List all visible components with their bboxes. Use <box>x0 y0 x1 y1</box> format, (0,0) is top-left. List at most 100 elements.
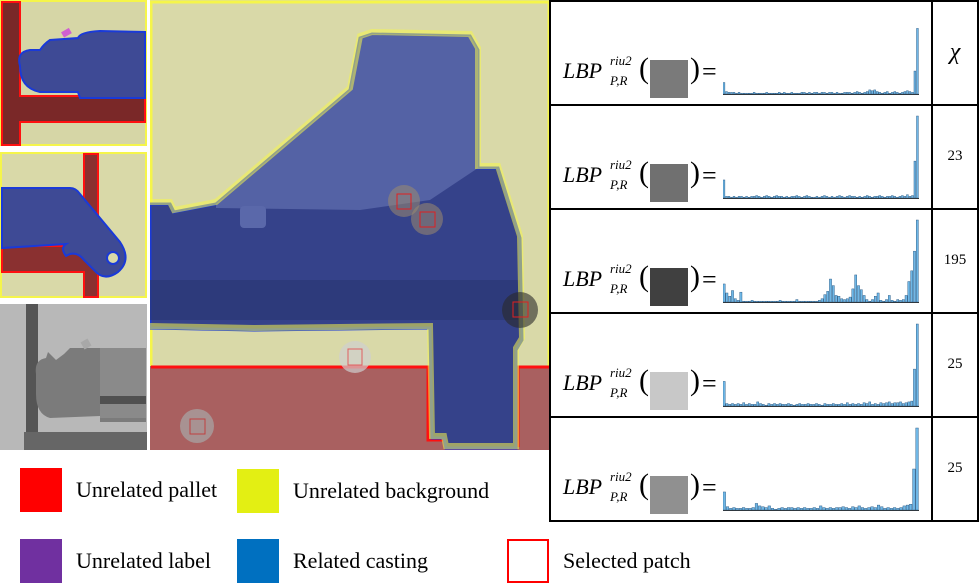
histogram-bar <box>873 507 877 511</box>
histogram-bar <box>859 404 863 407</box>
close-paren: ) <box>690 364 700 397</box>
histogram-bar <box>840 92 844 95</box>
formula-superscript: riu2 <box>610 157 632 172</box>
histogram-bar <box>899 401 902 407</box>
histogram-bar <box>773 403 776 407</box>
lbp-histogram <box>723 427 919 511</box>
histogram-bar <box>781 404 785 407</box>
histogram-bar <box>800 92 804 95</box>
histogram-bar <box>731 290 734 303</box>
histogram-bar <box>843 404 846 407</box>
histogram-bar <box>913 250 916 303</box>
open-paren: ( <box>639 156 649 189</box>
histogram-bar <box>792 300 796 303</box>
histogram-bar <box>825 196 829 199</box>
histogram-bar <box>901 92 904 95</box>
lbp-histogram <box>723 28 919 95</box>
histogram-bar <box>785 92 788 95</box>
histogram-bar <box>868 196 871 199</box>
histogram-bar <box>832 508 836 511</box>
histogram-bar <box>831 403 835 407</box>
histogram-bar <box>840 196 844 199</box>
histogram-bar <box>758 505 762 511</box>
histogram-bar <box>787 507 791 511</box>
histogram-bar <box>793 92 796 95</box>
histogram-bar <box>898 196 902 199</box>
histogram-bar <box>795 299 799 303</box>
histogram-bar <box>825 508 829 511</box>
histogram-bar <box>733 298 737 303</box>
histogram-bar <box>906 90 909 95</box>
histogram-bar <box>873 196 876 199</box>
histogram-bar <box>776 404 779 407</box>
equals-sign: = <box>702 369 717 398</box>
histogram-bar <box>750 92 753 95</box>
histogram-bar <box>798 196 801 199</box>
histogram-bar <box>861 196 864 199</box>
histogram-bar <box>826 291 829 303</box>
histogram-bar <box>736 300 740 303</box>
histogram-bar <box>825 92 829 95</box>
histogram-bar <box>790 92 793 95</box>
histogram-bar <box>833 196 836 199</box>
histogram-bar <box>729 508 733 511</box>
formula-superscript: riu2 <box>610 261 632 276</box>
histogram-bar <box>848 195 851 199</box>
histogram-bar <box>916 115 919 199</box>
histogram-bar <box>823 92 826 95</box>
histogram-bar <box>868 300 872 303</box>
equals-sign: = <box>702 473 717 502</box>
close-paren: ) <box>690 260 700 293</box>
histogram-bar <box>768 92 771 95</box>
histogram-bar <box>736 403 740 407</box>
histogram-bar <box>899 507 903 511</box>
chi-header: χ <box>949 39 961 65</box>
histogram-bar <box>915 427 919 511</box>
histogram-bar <box>905 504 909 511</box>
histogram-bar <box>783 508 787 511</box>
histogram-bar <box>750 196 753 199</box>
histogram-bar <box>823 195 826 199</box>
histogram-bar <box>778 300 782 303</box>
histogram-bar <box>889 508 893 511</box>
histogram-bar <box>745 404 748 407</box>
histogram-bar <box>780 92 783 95</box>
histogram-bar <box>737 196 741 199</box>
thumbnail-segmentation-2 <box>0 152 147 298</box>
histogram-bar <box>756 401 759 407</box>
histogram-bar <box>803 300 807 303</box>
histogram-bar <box>798 92 801 95</box>
histogram-bar <box>798 300 801 303</box>
histogram-bar <box>891 195 894 199</box>
histogram-bar <box>765 92 768 95</box>
main-segmentation-image <box>150 0 550 450</box>
histogram-bar <box>770 196 773 199</box>
histogram-bar <box>845 92 849 95</box>
histogram-bar <box>890 300 894 303</box>
histogram-bar <box>876 91 879 95</box>
histogram-bar <box>739 404 743 407</box>
formula-superscript: riu2 <box>610 365 632 380</box>
histogram-bar <box>728 296 731 303</box>
formula-base: LBP <box>563 162 603 187</box>
histogram-bar <box>840 298 843 303</box>
histogram-bar <box>785 196 788 199</box>
histogram-bar <box>723 283 726 303</box>
histogram-bar <box>873 89 876 95</box>
histogram-bar <box>835 92 839 95</box>
histogram-bar <box>886 196 889 199</box>
histogram-bar <box>752 92 756 95</box>
histogram-bar <box>908 91 912 95</box>
histogram-bar <box>739 291 743 303</box>
histogram-bar <box>770 92 773 95</box>
histogram-bar <box>742 300 746 303</box>
histogram-bar <box>843 92 846 95</box>
histogram-bar <box>830 196 834 199</box>
histogram-bar <box>770 300 773 303</box>
histogram-bar <box>748 403 751 407</box>
histogram-bar <box>801 300 804 303</box>
histogram-bar <box>878 92 881 95</box>
histogram-bar <box>910 400 914 407</box>
histogram-bar <box>848 508 852 511</box>
